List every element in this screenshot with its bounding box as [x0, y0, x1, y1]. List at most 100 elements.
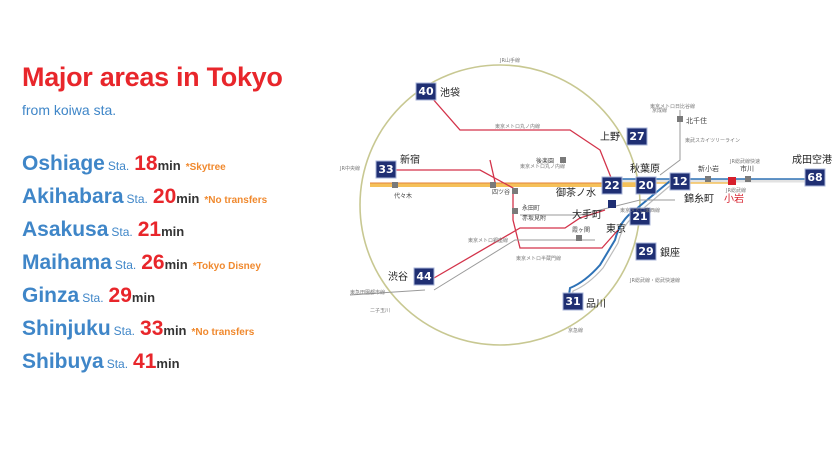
line-label: 東京メトロ丸ノ内線 [520, 163, 565, 170]
station-suffix: Sta. [113, 324, 136, 338]
station-minutes: 33 [140, 317, 164, 340]
svg-text:31: 31 [565, 295, 580, 308]
ginza-subway-line [433, 209, 606, 279]
line-label: JR総武線快速 [729, 158, 760, 165]
line-label: JR総武線 [725, 187, 746, 194]
label-otemachi: 大手町 [572, 208, 602, 221]
page-title: Major areas in Tokyo [22, 62, 283, 92]
minutes-unit: min [176, 191, 200, 206]
svg-text:44: 44 [416, 270, 432, 283]
label-ueno: 上野 [600, 131, 620, 143]
minutes-unit: min [156, 356, 180, 371]
label-yoyogi: 代々木 [394, 192, 412, 200]
station-suffix: Sta. [111, 225, 133, 239]
line-label: 京成線 [652, 107, 667, 114]
line-label: 東京メトロ日比谷線 [650, 103, 695, 110]
label-shibuya: 渋谷 [388, 270, 408, 283]
svg-text:68: 68 [807, 171, 822, 184]
station-suffix: Sta. [82, 291, 104, 305]
label-shinagawa: 品川 [586, 298, 606, 310]
station-marker [490, 182, 496, 188]
label-koiwa: 小岩 [724, 192, 744, 205]
label-shinjuku: 新宿 [400, 153, 420, 166]
badge-shinagawa: 31 [562, 292, 584, 311]
badge-shibuya: 44 [413, 267, 435, 286]
station-note: *Tokyo Disney [192, 261, 261, 272]
station-note: *No transfers [204, 195, 268, 206]
label-narita: 成田空港 [792, 153, 832, 166]
station-name: Oshiage [22, 152, 105, 175]
hanzomon-line [433, 239, 595, 291]
marunouchi-line [424, 89, 613, 181]
label-nagatacho: 永田町 [522, 204, 540, 212]
station-suffix: Sta. [126, 192, 148, 206]
badge-kinshicho: 12 [669, 172, 691, 191]
svg-text:12: 12 [672, 175, 687, 188]
station-name: Akihabara [22, 185, 124, 208]
station-marker [512, 208, 518, 214]
label-tokyo: 東京 [606, 222, 626, 235]
badge-ginza: 29 [635, 242, 657, 261]
marunouchi-line-south [489, 159, 496, 183]
station-note: *Skytree [185, 162, 226, 173]
line-label: JR中央線 [339, 165, 360, 172]
badge-akihabara: 20 [635, 176, 657, 195]
minutes-unit: min [163, 323, 187, 338]
station-minutes: 26 [141, 251, 165, 274]
station-suffix: Sta. [107, 159, 130, 173]
label-ginza: 銀座 [660, 246, 680, 259]
station-minutes: 41 [133, 350, 157, 373]
otemachi-marker [608, 200, 616, 208]
denentoshi-line [349, 289, 426, 296]
station-name: Asakusa [22, 218, 109, 241]
station-marker [745, 176, 751, 182]
svg-text:40: 40 [418, 85, 434, 98]
label-kitasenju: 北千住 [686, 116, 707, 125]
station-name: Ginza [22, 284, 80, 307]
minutes-unit: min [161, 224, 185, 239]
label-kasumigaseki: 霞ヶ関 [572, 227, 590, 234]
station-note: *No transfers [191, 327, 255, 338]
marunouchi-line-west [392, 169, 619, 249]
station-marker [677, 116, 683, 122]
hibiya-line [659, 110, 681, 176]
svg-text:21: 21 [632, 210, 647, 223]
station-marker [392, 182, 398, 188]
station-suffix: Sta. [106, 357, 129, 371]
station-minutes: 18 [134, 152, 158, 175]
station-marker [705, 176, 711, 182]
line-label: 東京メトロ東西線 [620, 207, 660, 214]
station-suffix: Sta. [114, 258, 137, 272]
station-name: Shinjuku [22, 317, 111, 340]
station-minutes: 20 [152, 185, 177, 208]
label-akihabara: 秋葉原 [630, 162, 660, 175]
line-label: 東急田園都市線 [350, 289, 385, 296]
station-name: Shibuya [22, 350, 104, 373]
line-label: 東武スカイツリーライン [685, 137, 740, 144]
label-shinkoiwa: 新小岩 [698, 164, 719, 173]
badge-shinjuku: 33 [375, 160, 397, 179]
station-marker [560, 157, 566, 163]
svg-text:33: 33 [378, 163, 393, 176]
station-marker [512, 188, 518, 194]
tokyo-rail-map: 40 27 33 22 20 12 68 21 29 44 31 池袋 上野 [339, 57, 832, 346]
badge-ochanomizu: 22 [601, 176, 623, 195]
label-yotsuya: 四ツ谷 [492, 188, 510, 196]
label-kinshicho: 錦糸町 [684, 192, 714, 205]
svg-text:29: 29 [638, 245, 653, 258]
badge-narita: 68 [804, 168, 826, 187]
label-akasakamitsuke: 赤坂見附 [522, 214, 546, 222]
sobu-rapid-line-gray [570, 183, 682, 303]
line-label: 東京メトロ丸ノ内線 [495, 123, 540, 130]
line-label: 二子玉川 [370, 307, 390, 314]
line-label: 東京メトロ銀座線 [468, 237, 508, 244]
station-name: Maihama [22, 251, 112, 274]
line-label: JR山手線 [499, 57, 520, 64]
badge-ikebukuro: 40 [415, 82, 437, 101]
